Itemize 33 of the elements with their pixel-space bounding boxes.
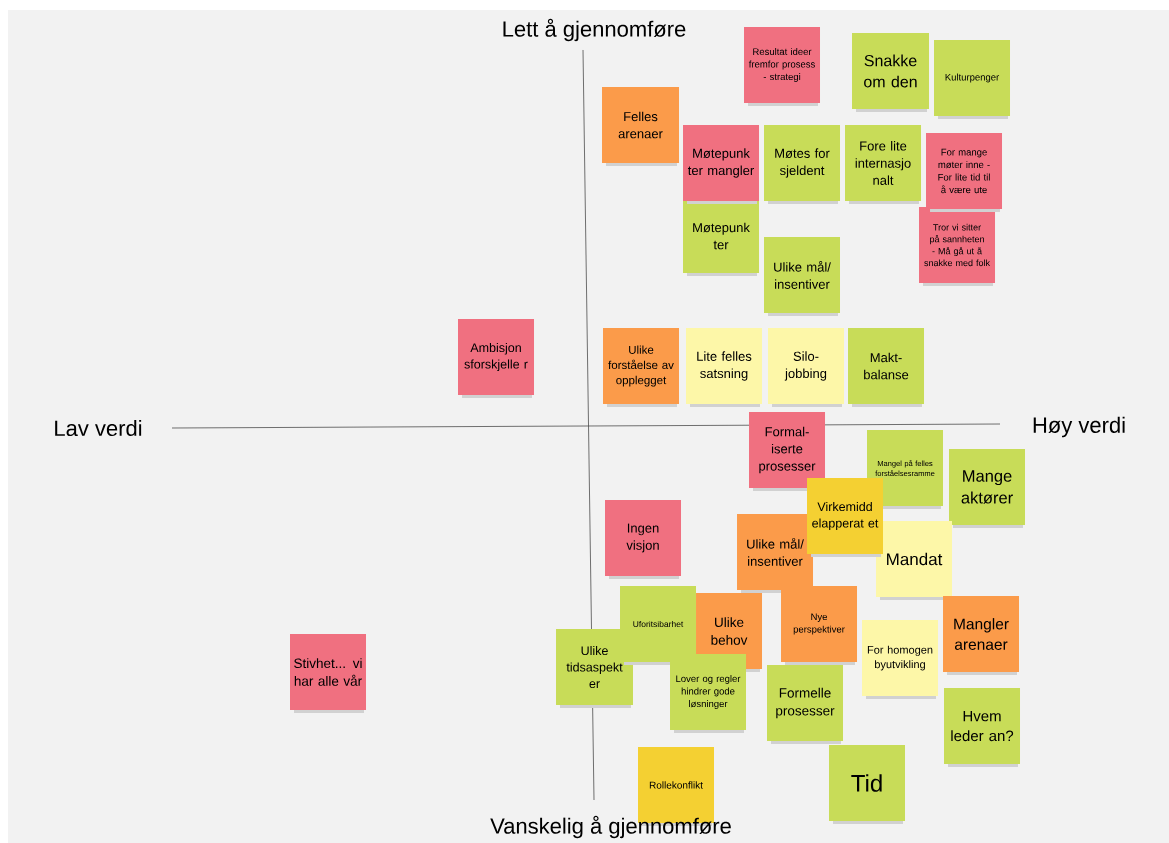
sticky-note: Lite felles satsning (686, 328, 762, 407)
sticky-note: Mangler arenaer (943, 596, 1019, 675)
sticky-note: Felles arenaer (602, 87, 679, 166)
sticky-note: Ingen visjon (605, 500, 681, 579)
sticky-note: Ulike mål/ insentiver (737, 514, 813, 593)
sticky-note: Møtes for sjeldent (764, 125, 840, 204)
axis-label: Lett å gjennomføre (503, 18, 686, 42)
sticky-note: Kulturpenger (934, 40, 1010, 119)
sticky-note: Fore lite internasjo nalt (845, 125, 921, 204)
sticky-note: Ulike forståelse av opplegget (603, 328, 679, 407)
sticky-note: Snakke om den (852, 33, 929, 112)
sticky-note: Makt- balanse (848, 328, 924, 407)
sticky-note: Silo- jobbing (768, 328, 844, 407)
sticky-note: Tror vi sitter på sannheten - Må gå ut å snakke med folk (919, 207, 995, 286)
sticky-note: Ulike mål/ insentiver (764, 237, 840, 316)
sticky-note: Tid (829, 745, 905, 824)
sticky-note: Resultat ideer fremfor prosess - strategi (744, 27, 820, 106)
sticky-note: Virkemidd elapperat et (807, 478, 883, 557)
sticky-note: Formal- iserte prosesser (749, 412, 825, 491)
sticky-note: Møtepunk ter (683, 199, 759, 276)
sticky-note: Ulike tidsaspekt er (556, 629, 633, 708)
sticky-note: Møtepunk ter mangler (683, 125, 759, 204)
sticky-note: Lover og regler hindrer gode løsninger (670, 654, 746, 733)
sticky-note: Nye perspektiver (781, 586, 857, 665)
sticky-note: Mange aktører (949, 449, 1025, 528)
sticky-note: For homogen byutvikling (862, 620, 938, 699)
sticky-note: Formelle prosesser (767, 665, 843, 744)
sticky-note: Stivhet... vi har alle vår (290, 634, 366, 713)
axis-label: Høy verdi (1033, 416, 1125, 438)
sticky-note: Ambisjon sforskjelle r (458, 319, 534, 398)
sticky-note: For mange møter inne - For lite tid til å være ute (926, 133, 1002, 212)
axis-label: Lav verdi (55, 419, 142, 437)
sticky-note: Hvem leder an? (944, 688, 1020, 767)
